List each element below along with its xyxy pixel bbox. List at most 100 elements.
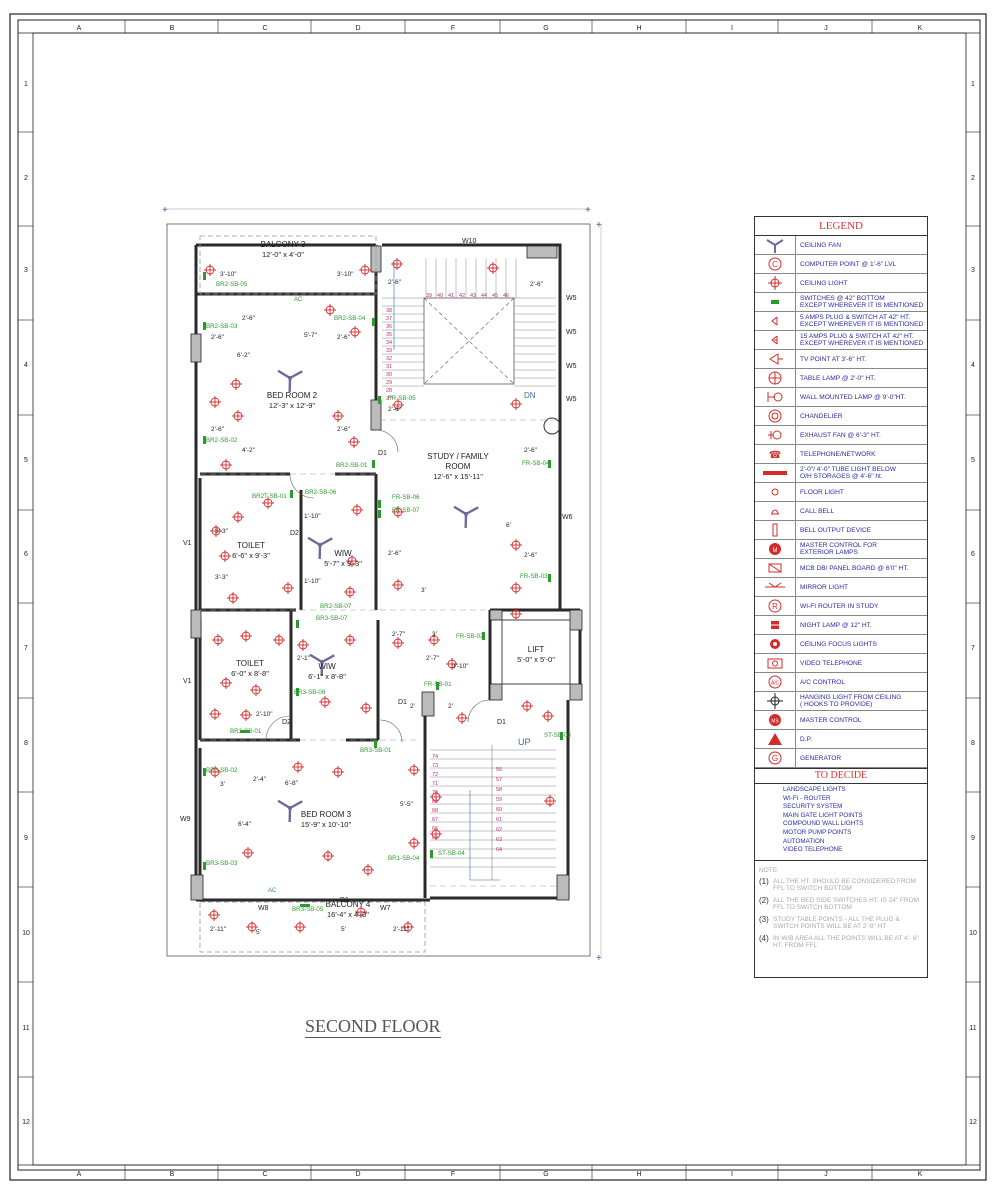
grid-col-top-3: D [355,25,360,32]
grid-row-left-6: 7 [24,645,28,652]
legend-row: VIDEO TELEPHONE [755,654,927,673]
legend-label-line2: EXCEPT WHEREVER IT IS MENTIONED [800,321,924,328]
legend-label-line1: TELEPHONE/NETWORK [800,450,876,458]
door-label: D1 [398,699,407,706]
note-number: (2) [759,896,769,905]
switch-icon [560,732,563,740]
notes-section: NOTE (1)ALL THE HT. SHOULD BE CONSIDERED… [755,860,927,977]
door-swings [265,429,491,743]
stair-step-number: 43 [470,293,476,299]
balcony-3-outline [199,235,377,295]
ceiling-light-icon [208,909,220,921]
dimension-label: 3'-10" [337,271,354,278]
switch-icon [296,688,299,696]
switch-icon [290,490,293,498]
grid-col-top-6: H [636,25,641,32]
switchboard-label: FR-SB-06 [392,494,420,501]
ceiling-light-icon [242,847,254,859]
ceiling-light-icon [408,764,420,776]
room-size-toilet2: 6'-0" x 8'-8" [231,669,269,678]
legend-label-line1: VIDEO TELEPHONE [800,659,863,667]
switchboard-label: FR-SB-01 [424,681,452,688]
dimension-label: 2'-10" [256,711,273,718]
grid-col-top-7: I [731,25,733,32]
svg-text:+: + [162,205,168,216]
legend-label-line1: SWITCHES @ 42" BOTTOM [800,295,885,302]
legend-label: WALL MOUNTED LAMP @ 9'-0"HT. [796,388,927,406]
stair-step-number: 70 [432,790,438,796]
switch-markers [203,272,563,907]
room-labels: BALCONY 312'-0" x 4'-0"BED ROOM 212'-3" … [231,240,555,919]
legend-label-line1: MCB DB/ PANEL BOARD @ 6'0" HT. [800,564,909,572]
switchboard-label: BR2-SB-04 [334,315,366,322]
stair-step-number: 36 [386,324,392,330]
dimension-label: 2'-6" [524,552,538,559]
stair-up-label: UP [518,737,531,747]
stair-step-number: 63 [496,837,502,843]
legend-label-line1: CEILING FOCUS LIGHTS [800,640,877,648]
ceiling-light-icon [297,639,309,651]
legend-label-line1: TABLE LAMP @ 2'-0" HT. [800,374,876,382]
legend-label-line1: D.P. [800,735,812,743]
to-decide-item: LANDSCAPE LIGHTS [783,786,846,793]
svg-text:C: C [772,260,778,269]
to-decide-item: MOTOR PUMP POINTS [783,828,852,836]
switch-icon [203,768,206,776]
switch-icon [203,272,206,280]
svg-text:+: + [596,953,602,964]
legend-label-line1: FLOOR LIGHT [800,488,844,496]
note-item: (3)STUDY TABLE POINTS - ALL THE PLUG & S… [759,916,923,931]
switchboard-label: BR3-SB-05 [292,906,324,913]
grid-col-bottom-6: H [636,1171,641,1178]
switch-icon [482,632,485,640]
dimension-label: 2'-6" [242,315,256,322]
stair-step-number: 41 [448,293,454,299]
note-item: (1)ALL THE HT. SHOULD BE CONSIDERED FROM… [759,877,923,893]
window-label: W5 [566,396,577,403]
svg-text:MS: MS [771,719,779,725]
ceiling-light-icon [220,459,232,471]
master-control-2-icon: MS [755,711,796,729]
balcony-4-outline [199,901,426,953]
stair-treads-bottom [430,745,556,880]
ceiling-light-icon [212,634,224,646]
legend-label: GENERATOR [796,749,927,767]
room-size-wiw1: 5'-7" x 9'-3" [324,559,362,568]
switchboard-label: FR-SB-03 [520,573,548,580]
ceiling-light-icon [232,511,244,523]
legend-row: MIRROR LIGHT [755,578,927,597]
ceiling-light-icon [324,304,336,316]
room-name-balcony4: BALCONY 4 [326,900,371,909]
legend-label: CEILING FOCUS LIGHTS [796,635,927,653]
stair-step-number: 58 [496,787,502,793]
legend-label-line1: HANGING LIGHT FROM CEILING [800,694,902,701]
svg-text:R: R [772,602,778,611]
switch-icon [372,318,375,326]
switch-icon [203,436,206,444]
grid-col-bottom-2: C [262,1171,267,1178]
legend-row: NIGHT LAMP @ 12" HT. [755,616,927,635]
note-number: (1) [759,877,769,886]
ceiling-light-icon [428,634,440,646]
ceiling-fan-icon [309,653,335,677]
legend-row: WALL MOUNTED LAMP @ 9'-0"HT. [755,388,927,407]
window-label: W9 [180,816,191,823]
grid-row-right-4: 5 [971,457,975,464]
tube-light-icon [755,464,796,482]
exhaust-fan-icon [755,426,796,444]
grid-col-top-9: K [918,25,923,32]
switchboard-label: FR-SB-02 [456,633,484,640]
legend-label-line2: O/H STORAGES @ 4'-6" ht. [800,473,883,480]
ceiling-light-icon [209,766,221,778]
legend-label: CEILING FAN [796,236,927,254]
ceiling-fans [277,369,479,823]
door-label: D1 [340,897,349,904]
stair-step-number: 35 [386,332,392,338]
legend-row: CALL BELL [755,502,927,521]
ceiling-light-icon [362,864,374,876]
window-label: W7 [380,905,391,912]
dp-icon [755,730,796,748]
